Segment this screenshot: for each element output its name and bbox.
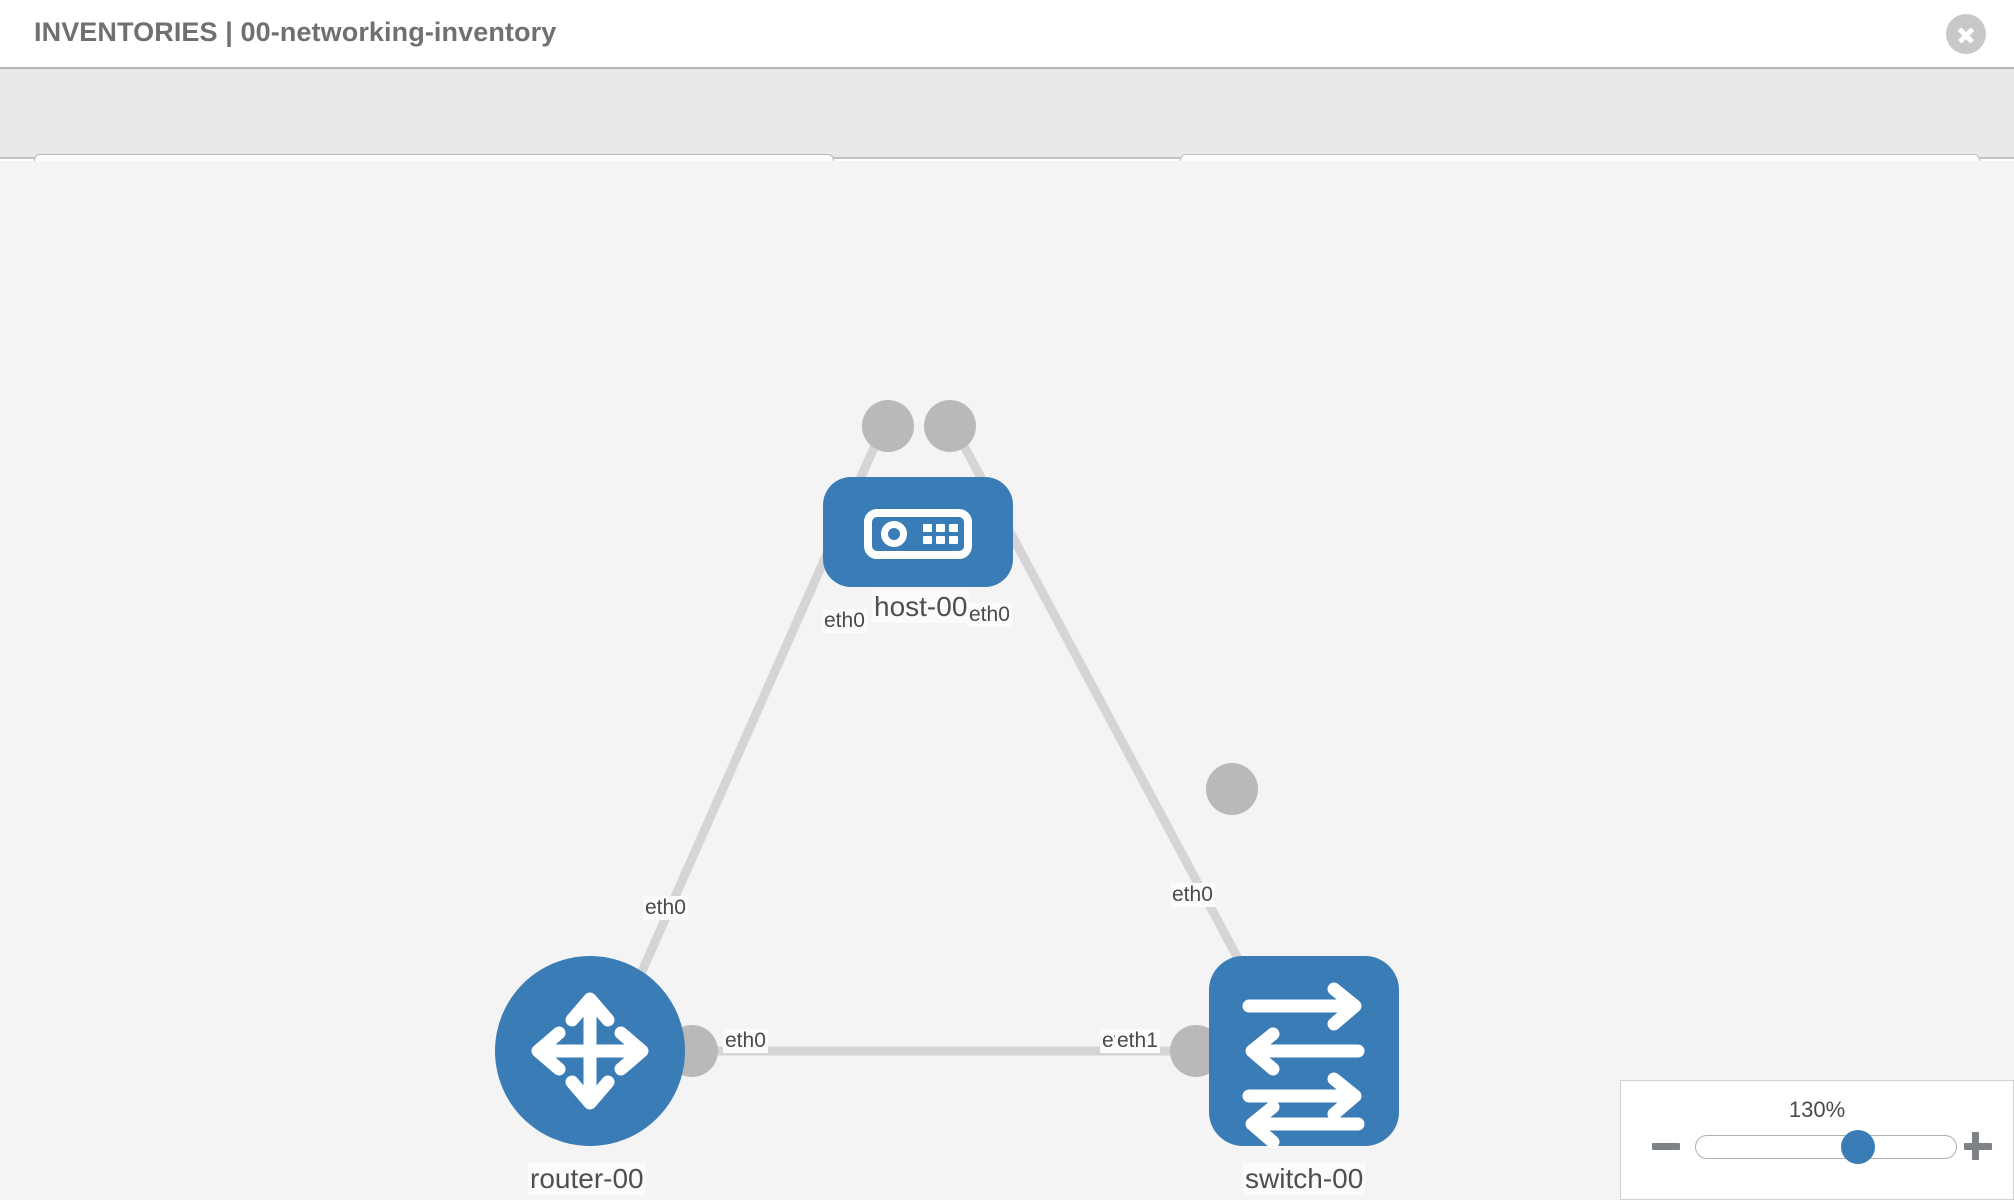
- window-header: INVENTORIES | 00-networking-inventory: [0, 0, 2014, 69]
- topology-graph: [495, 400, 1399, 1149]
- zoom-slider[interactable]: [1695, 1130, 1957, 1164]
- iface-label-switch00-up: eth0: [1170, 883, 1215, 907]
- close-icon[interactable]: [1946, 14, 1986, 54]
- zoom-control-panel: 130%: [1620, 1080, 2014, 1200]
- zoom-slider-thumb[interactable]: [1841, 1130, 1876, 1164]
- zoom-in-button[interactable]: [1961, 1129, 1995, 1163]
- node-switch-00[interactable]: [1209, 956, 1399, 1149]
- page-title: INVENTORIES | 00-networking-inventory: [34, 17, 557, 47]
- iface-label-host00-left: eth0: [822, 609, 867, 633]
- iface-label-router00-up: eth0: [643, 896, 688, 920]
- node-label-switch-00: switch-00: [1243, 1163, 1366, 1195]
- iface-label-switch00-left-b: eth1: [1115, 1029, 1160, 1053]
- node-host-00[interactable]: [823, 477, 1013, 587]
- port-switch00-top: [1206, 763, 1258, 815]
- node-label-router-00: router-00: [528, 1163, 646, 1195]
- node-router-00[interactable]: [495, 956, 685, 1146]
- zoom-out-button[interactable]: [1649, 1129, 1683, 1163]
- node-label-host-00: host-00: [872, 591, 970, 623]
- toolbar: ACTIONS SEARCH: [0, 69, 2014, 207]
- iface-label-router00-right: eth0: [723, 1029, 768, 1053]
- topology-canvas[interactable]: host-00 router-00 switch-00 eth0 eth0 et…: [0, 161, 2014, 1200]
- router-arrows-icon: [531, 992, 649, 1110]
- port-host00-left: [862, 400, 914, 452]
- zoom-level-value: 130%: [1788, 1097, 1846, 1122]
- server-icon: [864, 509, 972, 559]
- port-host00-right: [924, 400, 976, 452]
- switch-arrows-icon: [1242, 982, 1365, 1149]
- iface-label-host00-right: eth0: [967, 603, 1012, 627]
